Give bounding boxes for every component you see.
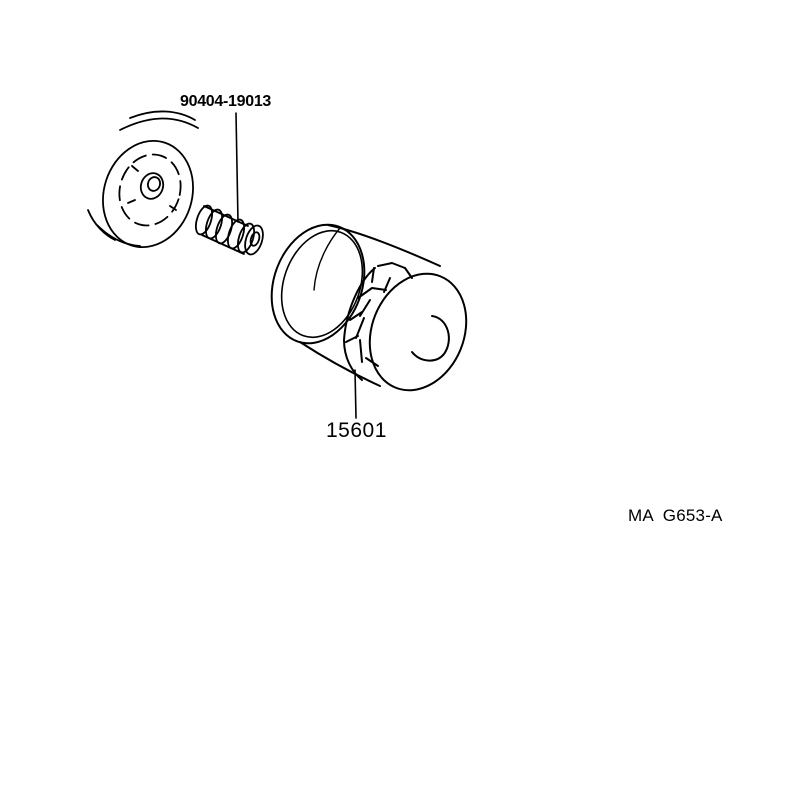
engine-mount-boss: [87, 110, 199, 249]
stud-part-number: 90404-19013: [180, 93, 271, 110]
filter-part-number: 15601: [326, 419, 387, 442]
diagram-code: MA G653-A: [628, 506, 723, 525]
oil-filter: [270, 223, 468, 419]
threaded-stud: [194, 112, 264, 256]
